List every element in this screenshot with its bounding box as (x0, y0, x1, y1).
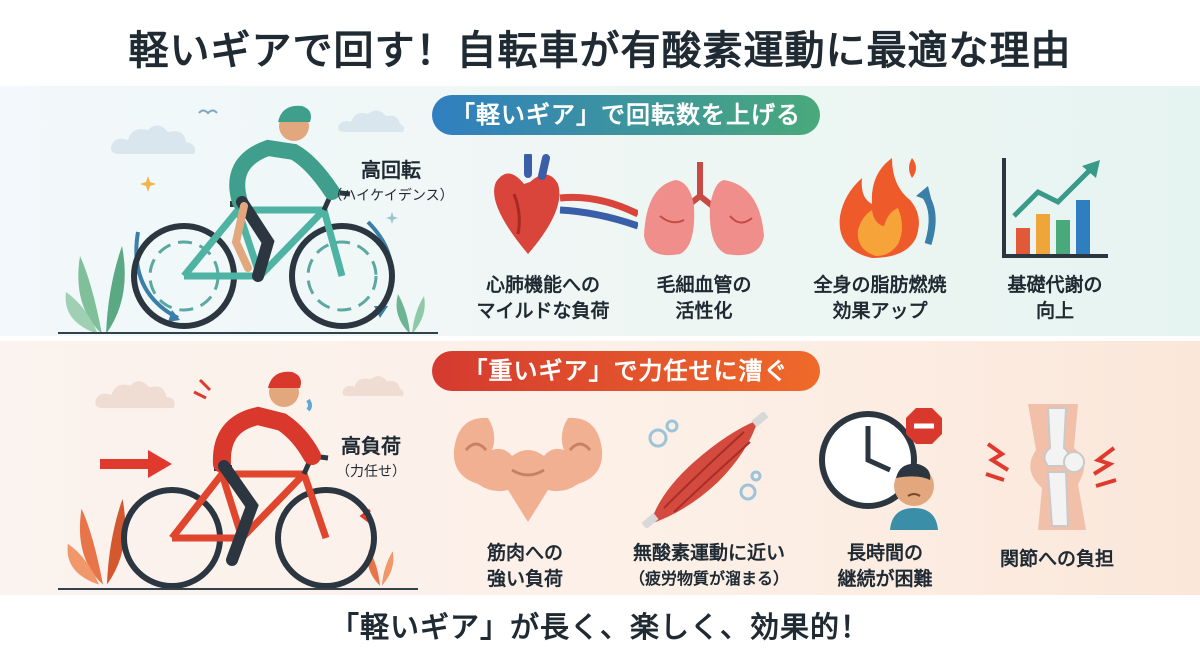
heavy-item-0-line2: 強い負荷 (486, 568, 563, 590)
heavy-gear-heading: 「重いギア」で力任せに漕ぐ (432, 351, 820, 391)
heavy-rider-label: 高負荷 （力任せ） (316, 430, 426, 481)
bird-icon (198, 109, 218, 115)
heavy-rider-label-main: 高負荷 (341, 434, 401, 458)
plant-icon (65, 246, 125, 334)
light-item-label: 毛細血管の 活性化 (619, 272, 789, 324)
light-rider-label-main: 高回転 (361, 158, 421, 182)
heavy-rider-label-sub: （力任せ） (336, 464, 406, 480)
growth-chart-icon (1002, 158, 1108, 258)
light-item-0-line1: 心肺機能への (485, 274, 600, 296)
heavy-item-2-line2: 継続が困難 (837, 568, 933, 590)
light-item-1-line1: 毛細血管の (656, 274, 752, 296)
cloud-icon (338, 110, 404, 132)
light-rider-label: 高回転 （ハイケイデンス） (316, 154, 466, 205)
cloud-icon (95, 381, 175, 409)
clock-tired-icon (819, 408, 942, 530)
light-item-label: 基礎代謝の 向上 (970, 272, 1140, 324)
light-gear-heading: 「軽いギア」で回転数を上げる (432, 95, 820, 135)
heavy-item-1-line1: 無酸素運動に近い (632, 542, 785, 564)
light-item-label: 全身の脂肪燃焼 効果アップ (795, 272, 965, 324)
light-item-2-line2: 効果アップ (832, 300, 928, 322)
footer-message: 「軽いギア」が長く、楽しく、効果的！ (329, 610, 870, 644)
lungs-vessels-icon (644, 162, 764, 256)
light-item-3-line1: 基礎代謝の (1007, 274, 1103, 296)
light-item-label: 心肺機能への マイルドな負荷 (458, 272, 628, 324)
light-item-2-line1: 全身の脂肪燃焼 (813, 274, 947, 296)
plant-icon (67, 498, 126, 585)
sparkle-icon (140, 176, 156, 192)
light-gear-cyclist-icon (131, 105, 395, 329)
light-item-3-line2: 向上 (1035, 300, 1074, 322)
heavy-gear-cyclist-icon (100, 371, 377, 589)
flexed-muscle-icon (453, 417, 603, 522)
heavy-item-3-line1: 関節への負担 (999, 548, 1114, 570)
flame-icon (839, 158, 936, 258)
ground-line (58, 588, 418, 590)
heavy-item-2-line1: 長時間の (846, 542, 923, 564)
heavy-item-1-line2: （疲労物質が溜まる） (628, 569, 789, 588)
cloud-icon (111, 125, 195, 154)
sparkle-icon (386, 212, 398, 224)
heavy-item-0-line1: 筋肉への (486, 542, 563, 564)
muscle-fiber-icon (641, 412, 769, 528)
heart-lungs-icon (494, 154, 638, 254)
panel-divider (0, 336, 1200, 341)
heavy-item-label: 関節への負担 (972, 546, 1142, 572)
heavy-item-label: 筋肉への 強い負荷 (440, 540, 610, 592)
cloud-icon (342, 376, 404, 397)
heavy-item-label: 無酸素運動に近い （疲労物質が溜まる） (616, 540, 802, 592)
heavy-item-label: 長時間の 継続が困難 (800, 540, 970, 592)
plant-icon (396, 294, 425, 334)
knee-joint-icon (985, 404, 1117, 530)
light-item-0-line2: マイルドな負荷 (476, 300, 610, 322)
ground-line (58, 332, 438, 334)
page-title: 軽いギアで回す！自転車が有酸素運動に最適な理由 (128, 28, 1072, 74)
light-item-1-line2: 活性化 (675, 300, 733, 322)
light-rider-label-sub: （ハイケイデンス） (328, 188, 454, 204)
